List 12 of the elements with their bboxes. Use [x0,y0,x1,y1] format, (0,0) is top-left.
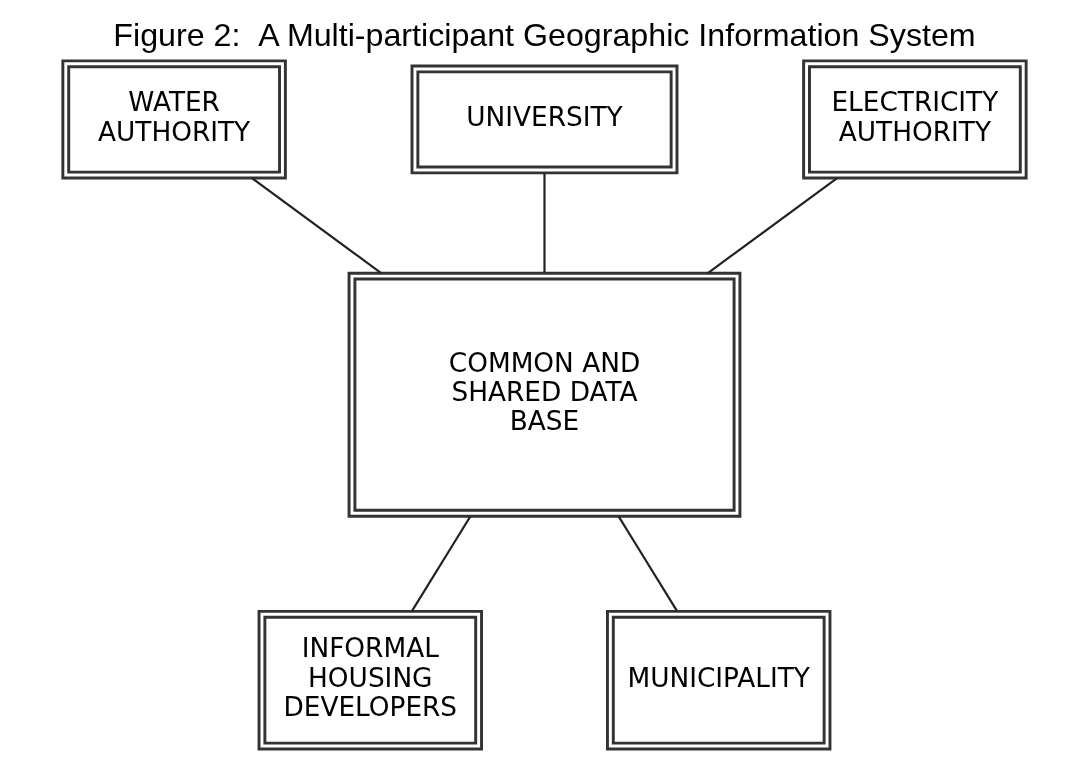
connector [410,515,471,612]
node-box: WATER AUTHORITY [60,59,287,180]
connector [542,173,546,273]
diagram-title: Figure 2: A Multi-participant Geographic Information System [112,16,976,53]
node-box: COMMON AND SHARED DATA BASE [347,271,741,518]
node-box: INFORMAL HOUSING DEVELOPERS [257,609,483,751]
connector [617,515,678,612]
node-box: MUNICIPALITY [605,609,831,751]
connector [706,177,837,274]
node-box: UNIVERSITY [410,64,678,175]
connector [251,177,382,274]
node-box: ELECTRICITY AUTHORITY [801,59,1028,180]
